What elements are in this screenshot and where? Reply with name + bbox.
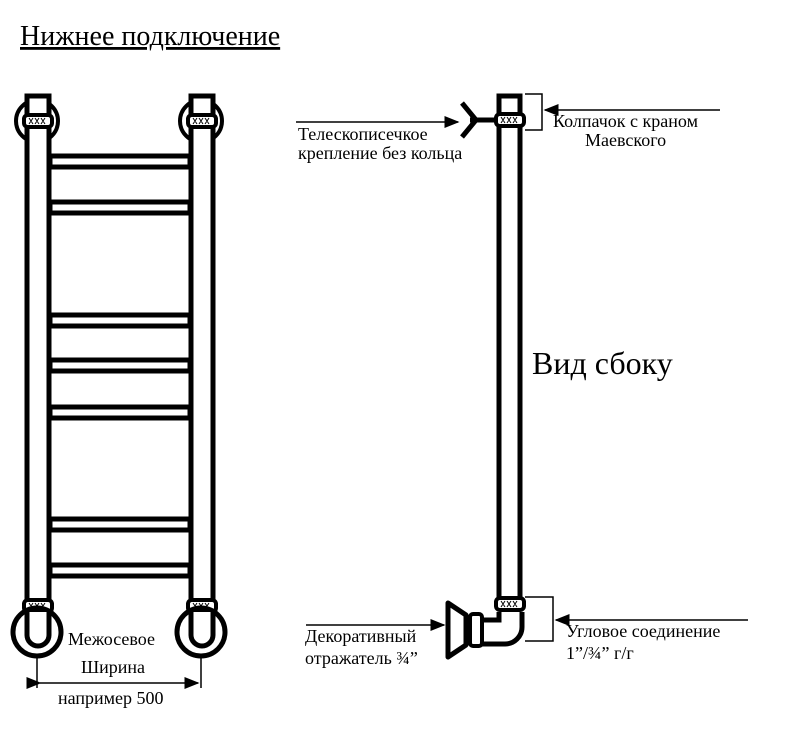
elbow-label-1: Угловое соединение <box>566 621 720 641</box>
front-view: Межосевое Ширина например 500 <box>10 93 228 708</box>
page-title: Нижнее подключение <box>20 21 280 52</box>
telescopic-mount-icon <box>460 101 498 139</box>
width-dimension <box>26 658 202 689</box>
cap-label-2: Маевского <box>585 130 666 150</box>
width-label-1: Межосевое <box>68 629 155 649</box>
mount-label-1: Телескописечкое <box>298 124 428 144</box>
rungs <box>47 153 193 579</box>
width-label-2: Ширина <box>81 657 145 677</box>
reflector-label-1: Декоративный <box>305 626 417 646</box>
left-pipe <box>10 93 64 659</box>
reflector-label-2: отражатель ¾” <box>305 648 418 668</box>
mount-label-2: крепление без кольца <box>298 143 462 163</box>
side-view-label: Вид сбоку <box>532 345 673 381</box>
elbow-icon <box>445 596 526 660</box>
elbow-label-2: 1”/¾” г/г <box>566 643 634 663</box>
width-label-3: например 500 <box>58 688 164 708</box>
side-view: Вид сбоку Телескописечкое крепление без … <box>296 93 748 668</box>
cap-label-1: Колпачок с краном <box>553 111 698 131</box>
right-pipe <box>174 93 228 659</box>
